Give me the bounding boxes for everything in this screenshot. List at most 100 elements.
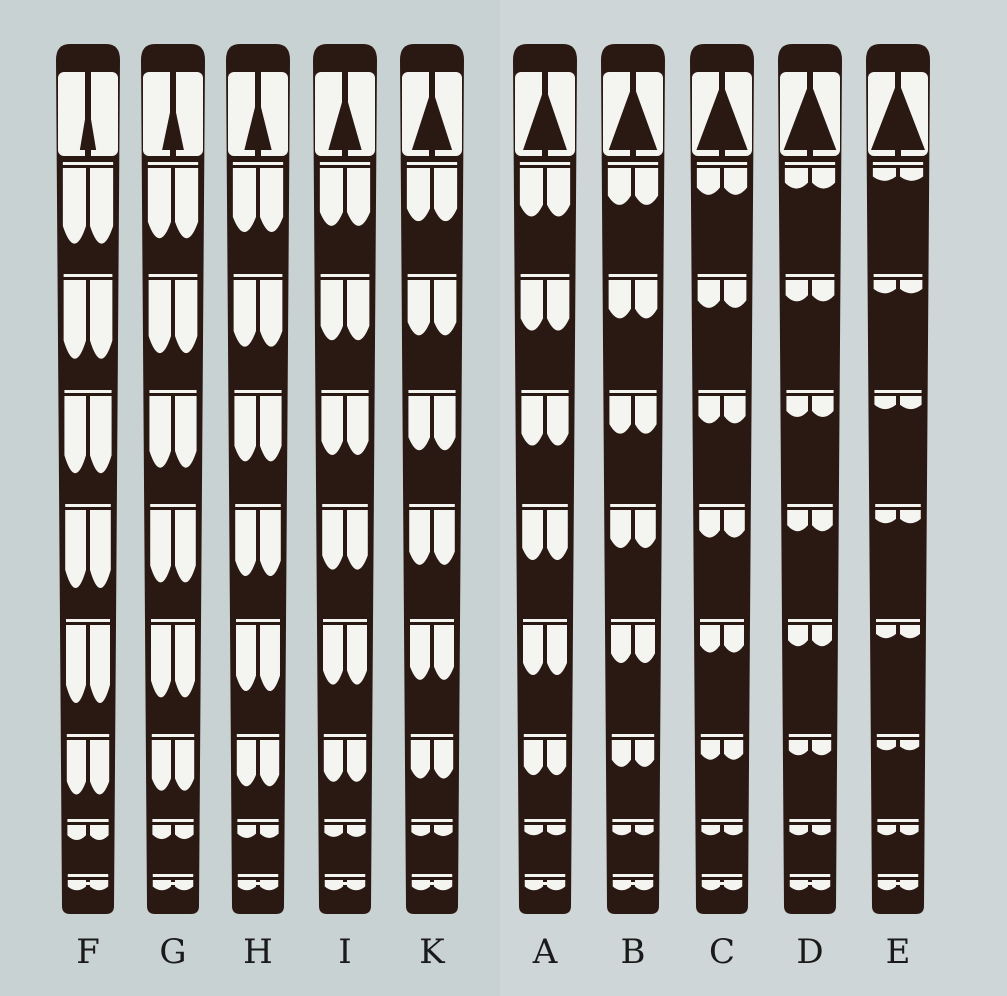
- pale-basal-spot: [547, 168, 570, 217]
- pale-basal-spot: [90, 625, 110, 703]
- segment-band: [322, 504, 368, 507]
- pale-basal-spot: [611, 625, 631, 663]
- pale-basal-spot: [609, 280, 631, 318]
- segment-band: [525, 874, 565, 877]
- pale-basal-spot: [64, 280, 86, 359]
- pale-basal-spot: [812, 168, 835, 189]
- pale-basal-spot: [347, 740, 366, 782]
- segment-band: [235, 504, 281, 507]
- specimen-label: K: [419, 932, 445, 972]
- segment-band: [234, 390, 281, 393]
- pale-basal-spot: [547, 396, 569, 446]
- segment-band: [609, 274, 658, 277]
- segment-band: [612, 819, 653, 822]
- segment-band: [613, 874, 653, 877]
- pale-basal-spot: [409, 510, 430, 565]
- segment-band: [876, 619, 920, 622]
- pale-basal-spot: [635, 168, 658, 205]
- pale-basal-spot: [698, 396, 720, 423]
- specimen-i: [313, 44, 377, 914]
- pale-basal-spot: [700, 625, 720, 653]
- head-cap: [872, 52, 924, 66]
- pale-basal-spot: [547, 510, 568, 560]
- segment-band: [612, 734, 654, 737]
- pale-basal-spot: [321, 280, 343, 340]
- pale-basal-spot: [151, 625, 171, 697]
- segment-band: [787, 504, 833, 507]
- pale-basal-spot: [547, 740, 566, 775]
- pale-basal-spot: [347, 625, 367, 685]
- pale-basal-spot: [520, 168, 543, 217]
- pale-basal-spot: [233, 168, 256, 232]
- segment-band: [785, 162, 835, 165]
- pale-basal-spot: [547, 280, 569, 331]
- thorax-midline: [255, 72, 261, 156]
- pale-basal-spot: [175, 510, 196, 582]
- pale-basal-spot: [434, 396, 456, 450]
- segment-band: [152, 734, 194, 737]
- pale-basal-spot: [64, 396, 86, 473]
- segment-band: [233, 162, 283, 165]
- segment-band: [64, 274, 113, 277]
- pale-basal-spot: [260, 740, 279, 786]
- specimen-c: [690, 44, 754, 914]
- segment-band: [407, 162, 457, 165]
- pale-basal-spot: [175, 625, 195, 697]
- segment-band: [697, 162, 747, 165]
- segment-band: [408, 274, 457, 277]
- head-cap: [62, 52, 114, 66]
- segment-band: [67, 819, 108, 822]
- pale-basal-spot: [347, 280, 369, 340]
- head-cap: [696, 52, 748, 66]
- pale-basal-spot: [321, 396, 343, 455]
- segment-band: [873, 162, 923, 165]
- pale-basal-spot: [260, 625, 280, 691]
- segment-band: [63, 162, 113, 165]
- pale-basal-spot: [786, 280, 808, 301]
- segment-band: [701, 734, 743, 737]
- tip-band: [325, 882, 365, 885]
- segment-band: [237, 734, 279, 737]
- pale-basal-spot: [524, 740, 543, 775]
- head-cap: [784, 52, 836, 66]
- segment-band: [786, 390, 833, 393]
- pale-basal-spot: [523, 625, 543, 675]
- pale-basal-spot: [610, 510, 631, 548]
- segment-band: [521, 274, 570, 277]
- pale-basal-spot: [90, 740, 109, 795]
- segment-band: [149, 274, 198, 277]
- segment-band: [148, 162, 198, 165]
- segment-band: [409, 504, 455, 507]
- pale-basal-spot: [608, 168, 631, 205]
- head-cap: [147, 52, 199, 66]
- pale-basal-spot: [234, 280, 256, 347]
- pale-basal-spot: [724, 625, 744, 653]
- specimen-label: D: [796, 932, 823, 972]
- segment-band: [324, 819, 365, 822]
- pale-basal-spot: [63, 168, 86, 244]
- pale-basal-spot: [324, 740, 343, 782]
- pale-basal-spot: [408, 280, 430, 335]
- pale-basal-spot: [635, 510, 656, 548]
- segment-band: [68, 874, 108, 877]
- tip-band: [702, 882, 742, 885]
- tip-band: [238, 882, 278, 885]
- pale-basal-spot: [410, 625, 430, 680]
- tip-band: [878, 882, 918, 885]
- pale-basal-spot: [522, 510, 543, 560]
- pale-basal-spot: [724, 396, 746, 423]
- pale-basal-spot: [635, 396, 657, 434]
- segment-band: [875, 504, 921, 507]
- pale-basal-spot: [434, 510, 455, 565]
- segment-band: [320, 162, 370, 165]
- pale-basal-spot: [347, 396, 369, 455]
- tip-band: [525, 882, 565, 885]
- segment-band: [524, 734, 566, 737]
- pale-basal-spot: [149, 280, 171, 353]
- pale-basal-spot: [236, 625, 256, 691]
- pale-basal-spot: [724, 510, 745, 538]
- thorax-midline: [630, 72, 636, 156]
- specimen-label: I: [338, 932, 351, 972]
- pale-basal-spot: [812, 280, 834, 301]
- specimen-label: G: [159, 932, 186, 972]
